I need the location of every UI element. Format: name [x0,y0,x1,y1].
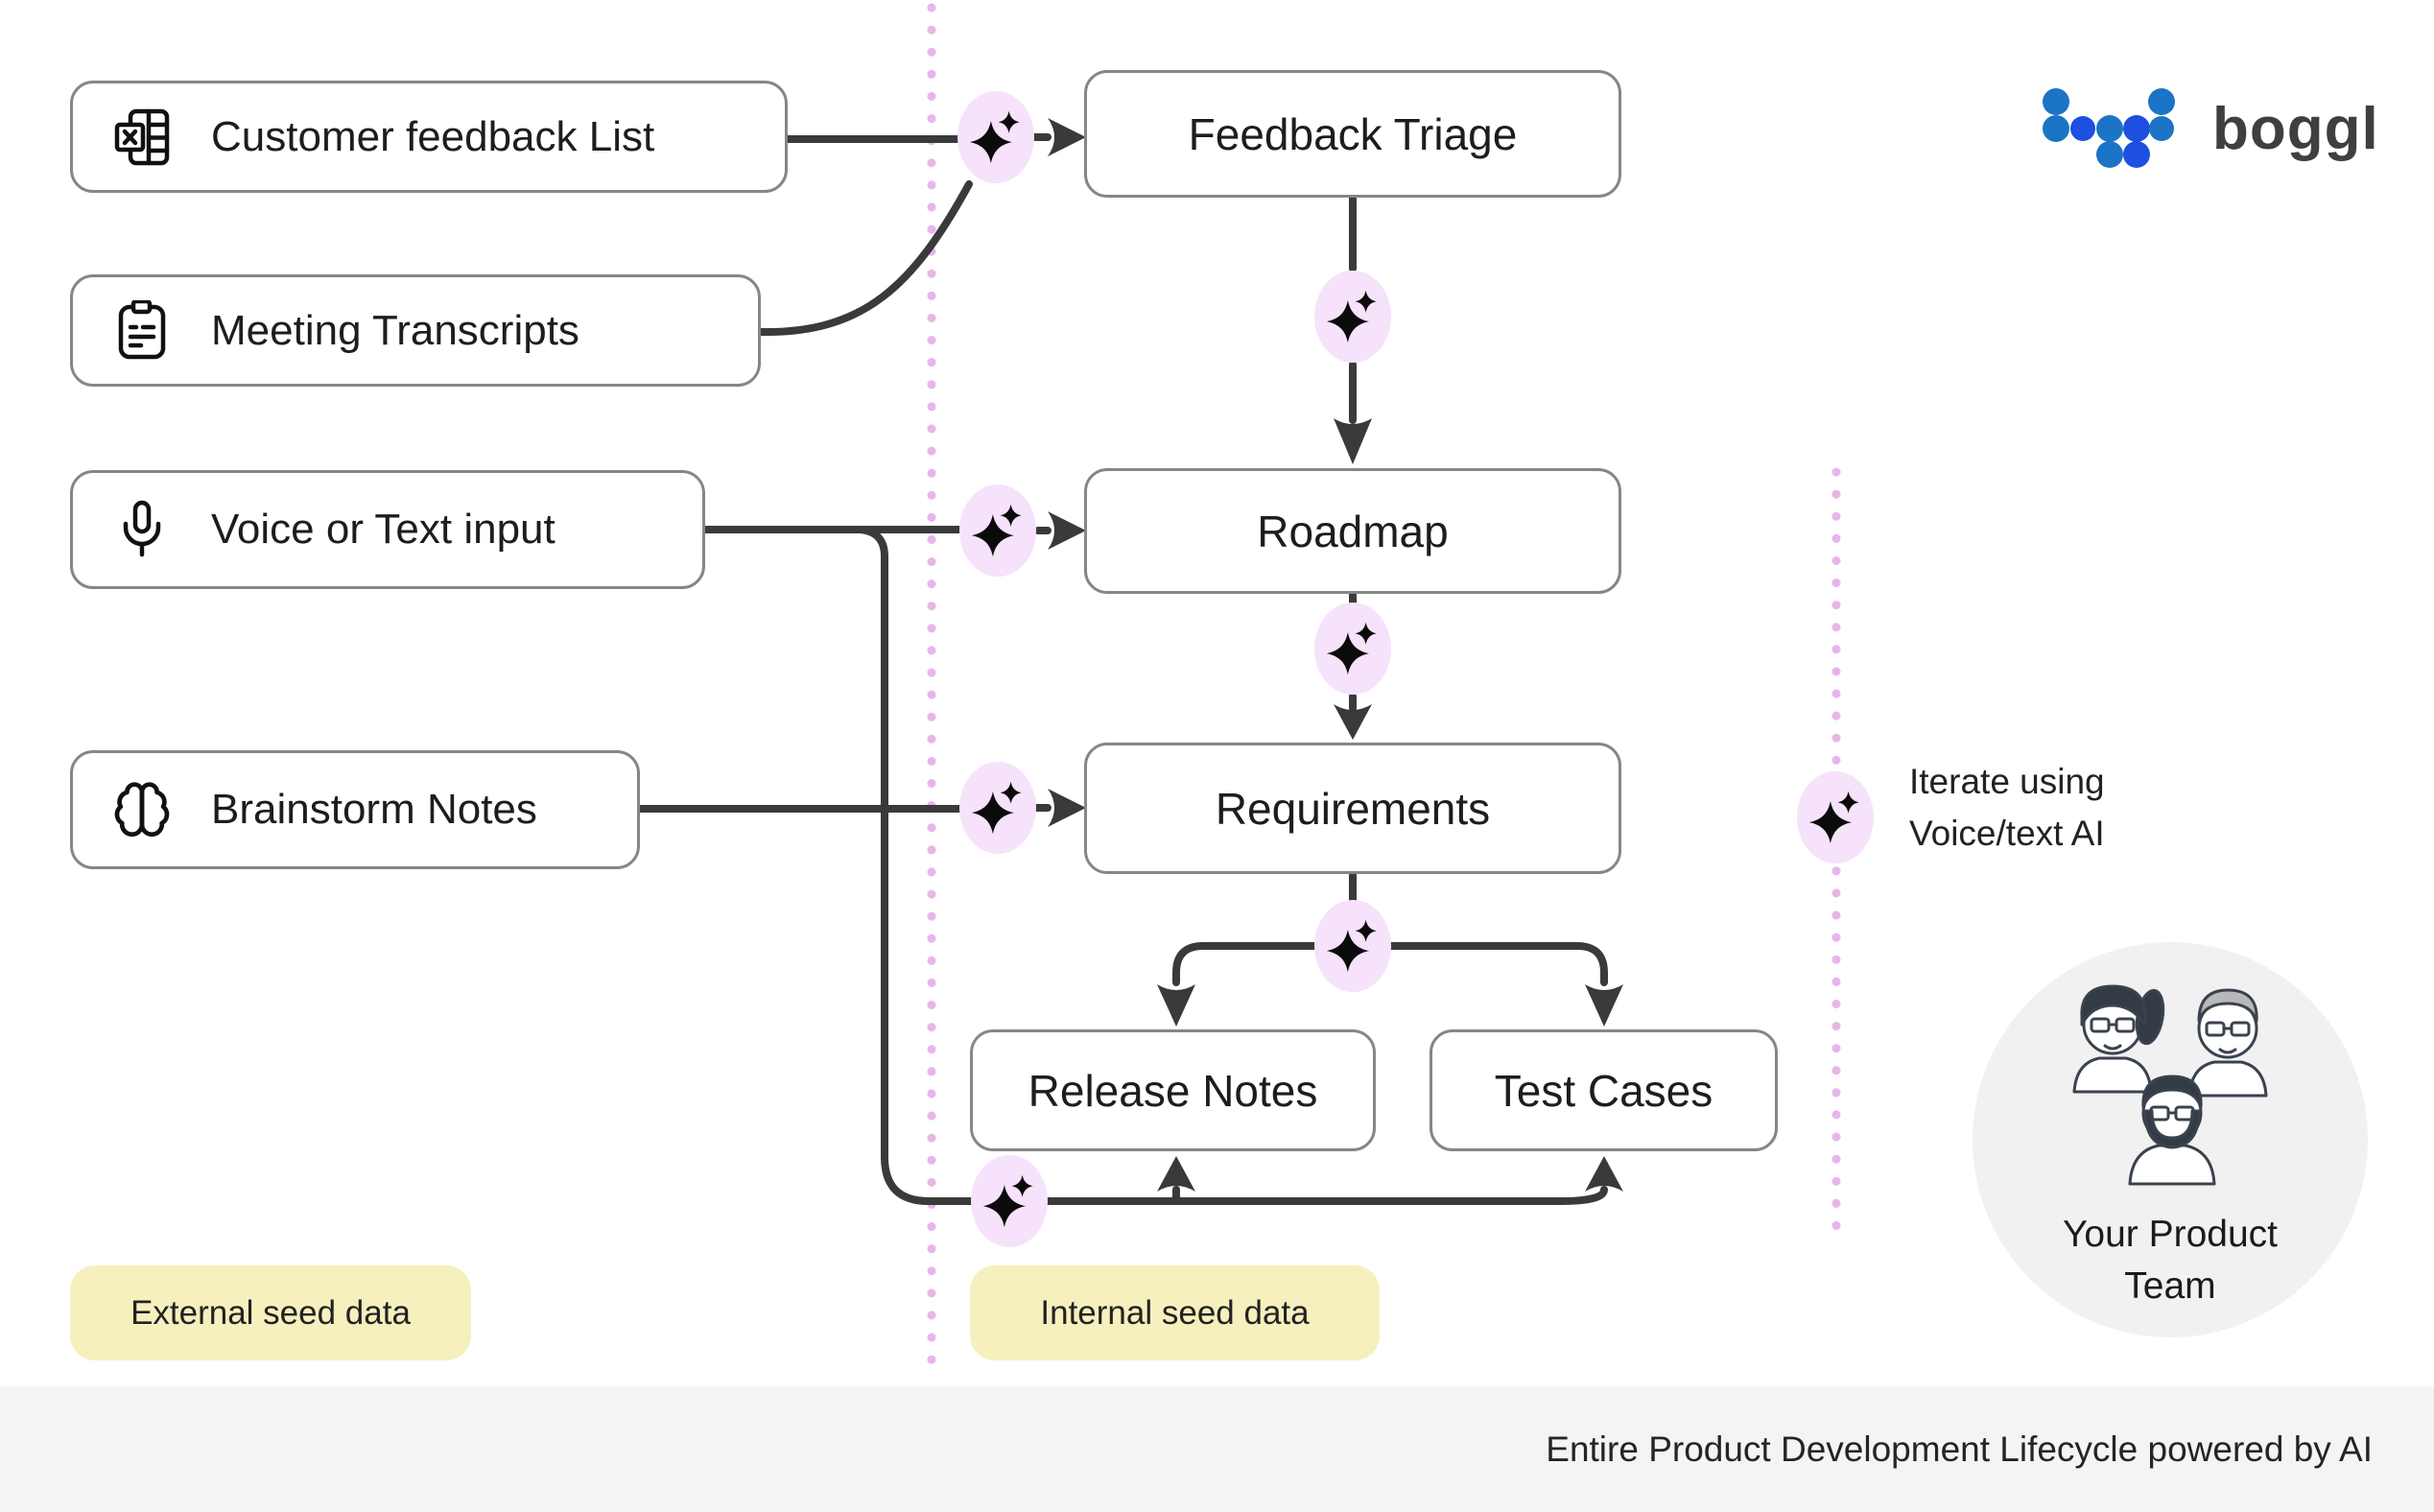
node-label: Requirements [1215,783,1491,834]
node-label: Roadmap [1257,506,1449,556]
external-seed-data-label: External seed data [70,1265,471,1360]
brain-icon [111,779,173,840]
ai-sparkle-icon [959,762,1036,854]
node-roadmap: Roadmap [1084,468,1621,594]
microphone-icon [111,499,173,560]
node-feedback-triage: Feedback Triage [1084,70,1621,198]
ai-sparkle-icon [1314,271,1391,363]
team-avatars-illustration [2072,984,2268,1186]
product-team-badge: Your Product Team [1973,942,2368,1337]
node-label: Voice or Text input [211,506,555,553]
ai-sparkle-icon [971,1155,1048,1247]
team-label: Your Product Team [2062,1214,2279,1307]
ai-sparkle-icon [957,91,1034,183]
node-brainstorm-notes: Brainstorm Notes [70,750,640,869]
node-label: Feedback Triage [1188,108,1518,159]
arrowheads [1048,118,1623,1192]
wire-split-to-test-cases [1383,942,1608,986]
node-label: Brainstorm Notes [211,786,537,833]
node-customer-feedback-list: Customer feedback List [70,81,788,193]
boggl-logo-mark [2043,88,2175,168]
node-requirements: Requirements [1084,743,1621,874]
node-label: Release Notes [1028,1065,1318,1116]
wire-transcripts-to-triage [757,180,973,337]
wire-split-to-release-notes [1172,942,1322,986]
boggl-logo: boggl [2024,84,2379,173]
transcript-icon [111,299,173,362]
internal-seed-data-label: Internal seed data [970,1265,1380,1360]
node-meeting-transcripts: Meeting Transcripts [70,274,761,387]
node-label: Customer feedback List [211,112,655,160]
iterate-annotation: Iterate using Voice/text AI [1909,762,2105,853]
wire-voice-branch-to-outputs [856,526,1608,1205]
node-test-cases: Test Cases [1430,1029,1778,1151]
ai-sparkle-icon [959,484,1036,577]
spreadsheet-icon [111,106,173,168]
ai-sparkle-icon [1314,900,1391,992]
ai-sparkle-icon [1797,771,1874,863]
ai-sparkle-icon [1314,602,1391,695]
footer-bar: Entire Product Development Lifecycle pow… [0,1386,2434,1512]
node-label: Test Cases [1494,1065,1713,1116]
node-voice-or-text-input: Voice or Text input [70,470,705,589]
node-release-notes: Release Notes [970,1029,1376,1151]
node-label: Meeting Transcripts [211,306,579,354]
footer-tagline: Entire Product Development Lifecycle pow… [1546,1429,2373,1469]
boggl-logo-text: boggl [2212,95,2379,162]
